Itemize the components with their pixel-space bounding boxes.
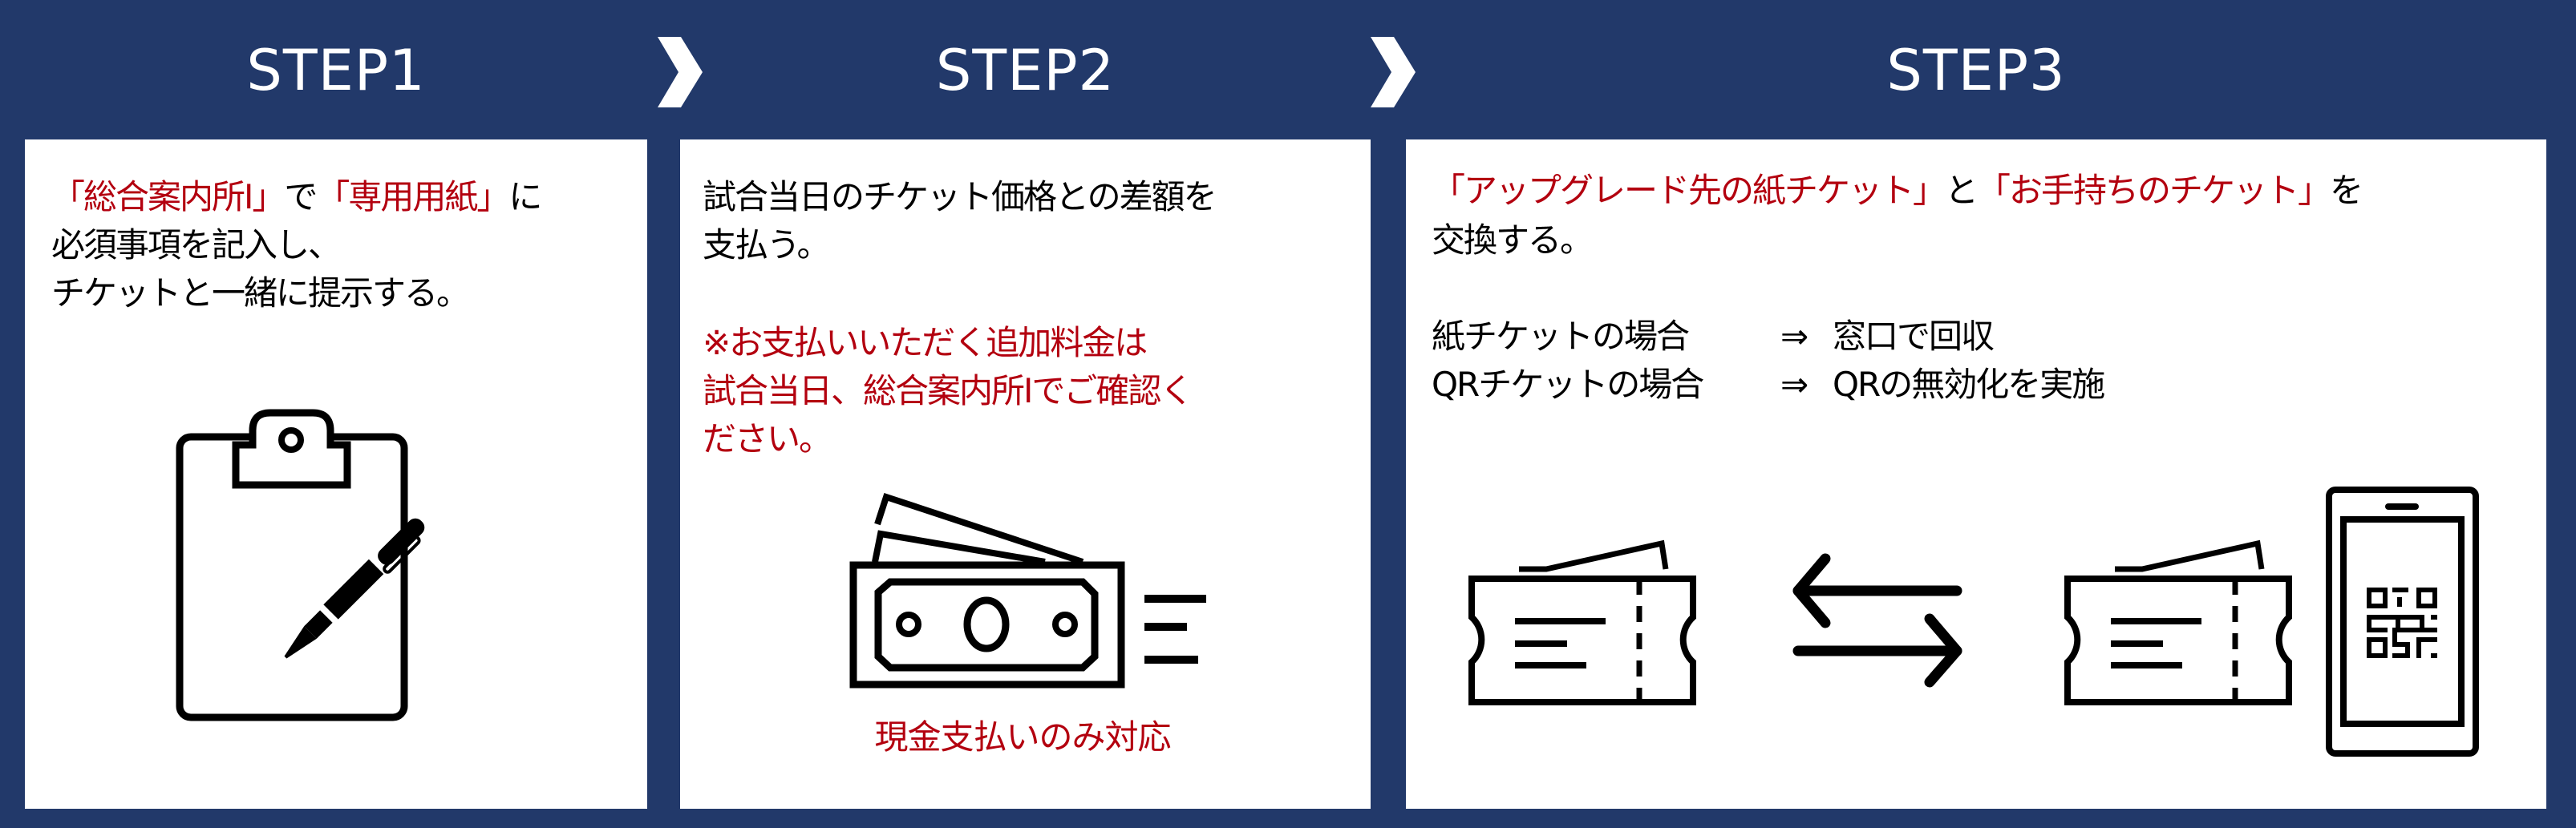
paper-ticket-icon	[1468, 539, 1696, 705]
highlight-text: 「総合案内所Ⅰ」	[51, 177, 286, 216]
step3-title: STEP3	[1886, 38, 2066, 103]
step2-note-line1: ※お支払いいただく追加料金は	[703, 323, 1148, 362]
highlight-text: 「アップグレード先の紙チケット」	[1432, 171, 1946, 210]
plain-text: に	[508, 177, 542, 216]
case-arrow: ⇒	[1780, 317, 1808, 356]
case-label: QRチケットの場合	[1432, 365, 1704, 404]
case-action: 窓口で回収	[1833, 317, 1995, 356]
paper-ticket-icon	[2064, 539, 2292, 705]
exchange-arrows-icon	[1792, 553, 1962, 688]
plain-text: と	[1945, 171, 1979, 210]
step2-panel	[680, 139, 1371, 809]
case-arrow: ⇒	[1780, 365, 1808, 404]
case-row-qr: QRチケットの場合	[1432, 361, 1704, 409]
step3-instruction-line1: 「アップグレード先の紙チケット」と「お手持ちのチケット」を	[1432, 167, 2363, 215]
cash-payment-icon	[849, 492, 1206, 689]
clipboard-pen-icon	[176, 409, 425, 721]
highlight-text: 「お手持ちのチケット」	[1977, 171, 2331, 210]
step2-instruction-line2: 支払う。	[703, 225, 830, 265]
plain-text: で	[284, 177, 318, 216]
step1-instruction-line1: 「総合案内所Ⅰ」で「専用用紙」に	[51, 173, 542, 221]
chevron-right-icon	[658, 37, 703, 107]
highlight-text: 「専用用紙」	[316, 177, 510, 216]
qr-code-icon	[2367, 588, 2437, 658]
case-action: QRの無効化を実施	[1833, 365, 2105, 404]
step2-instruction-line1: 試合当日のチケット価格との差額を	[703, 177, 1217, 216]
step1-instruction-line2: 必須事項を記入し、	[51, 225, 342, 265]
chevron-right-icon	[1371, 37, 1416, 107]
plain-text: を	[2330, 171, 2363, 210]
cash-only-caption: 現金支払いのみ対応	[874, 717, 1171, 757]
step3-instruction-line2: 交換する。	[1432, 220, 1594, 260]
case-label: 紙チケットの場合	[1432, 317, 1690, 356]
step1-title: STEP1	[246, 38, 426, 103]
step2-note-line2: 試合当日、総合案内所Ⅰでご確認く	[703, 371, 1193, 410]
step2-title: STEP2	[935, 38, 1116, 103]
step1-instruction-line3: チケットと一緒に提示する。	[51, 273, 470, 313]
step2-note-line3: ださい。	[703, 419, 832, 458]
smartphone-qr-icon	[2326, 487, 2479, 757]
case-row-paper: 紙チケットの場合	[1432, 313, 1690, 361]
